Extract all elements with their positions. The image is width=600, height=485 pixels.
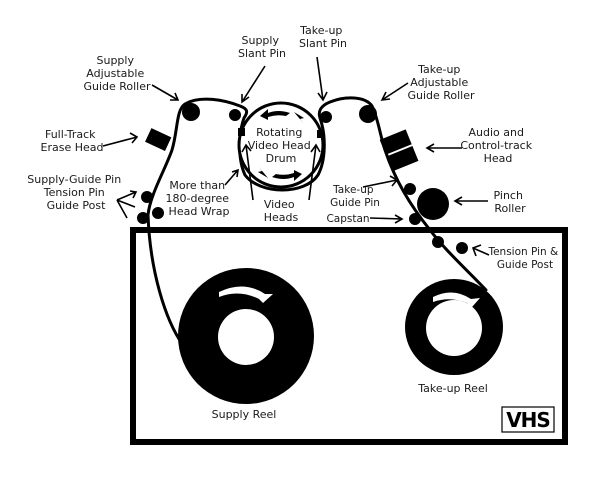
label-full-track-erase-head: Full-Track Erase Head [41, 128, 104, 154]
label-pinch-roller: Pinch Roller [494, 189, 527, 215]
label-rotating-video-head-drum: Rotating Video Head Drum [248, 126, 315, 165]
label-takeup-reel: Take-up Reel [417, 382, 488, 395]
takeup-guide-post [456, 242, 468, 254]
vhs-logo: VHS [501, 406, 555, 433]
label-capstan: Capstan [326, 213, 369, 225]
takeup-reel-rotation-icon [433, 292, 480, 307]
takeup-tension-pin [432, 236, 444, 248]
video-head-left [238, 128, 245, 136]
label-arrows [102, 56, 490, 257]
tension-pin [152, 207, 164, 219]
label-tension-pin-guide-post: Tension Pin & Guide Post [487, 246, 561, 271]
supply-adjustable-guide-roller [182, 103, 200, 121]
supply-slant-pin [229, 109, 241, 121]
cassette-outline [130, 227, 568, 445]
takeup-reel [405, 279, 503, 375]
supply-reel [178, 268, 314, 404]
supply-guide-pin [141, 191, 153, 203]
label-audio-control-track-head: Audio and Control-track Head [460, 126, 535, 165]
drum-rotation-arrow-bottom-icon [258, 166, 302, 181]
label-takeup-guide-pin: Take-up Guide Pin [330, 184, 380, 209]
label-supply-slant-pin: Supply Slant Pin [238, 34, 286, 60]
pinch-roller [417, 188, 449, 220]
label-head-wrap: More than 180-degree Head Wrap [165, 179, 232, 218]
video-head-right [317, 130, 324, 138]
label-takeup-adjustable-guide-roller: Take-up Adjustable Guide Roller [407, 63, 475, 102]
takeup-guide-pin [404, 183, 416, 195]
label-takeup-slant-pin: Take-up Slant Pin [299, 24, 347, 50]
svg-text:VHS: VHS [506, 408, 550, 432]
guide-post [137, 212, 149, 224]
label-supply-adjustable-guide-roller: Supply Adjustable Guide Roller [83, 54, 151, 93]
capstan [409, 213, 421, 225]
full-track-erase-head [145, 128, 172, 151]
supply-reel-rotation-icon [219, 286, 273, 303]
label-video-heads: Video Heads [264, 198, 299, 224]
drum-rotation-arrow-top-icon [260, 109, 304, 124]
audio-control-track-head [379, 129, 419, 172]
takeup-adjustable-guide-roller [359, 105, 377, 123]
rotating-video-head-drum [237, 101, 325, 189]
label-supply-guide-pins: Supply-Guide Pin Tension Pin Guide Post [27, 173, 124, 212]
label-supply-reel: Supply Reel [212, 408, 277, 421]
takeup-slant-pin [320, 111, 332, 123]
